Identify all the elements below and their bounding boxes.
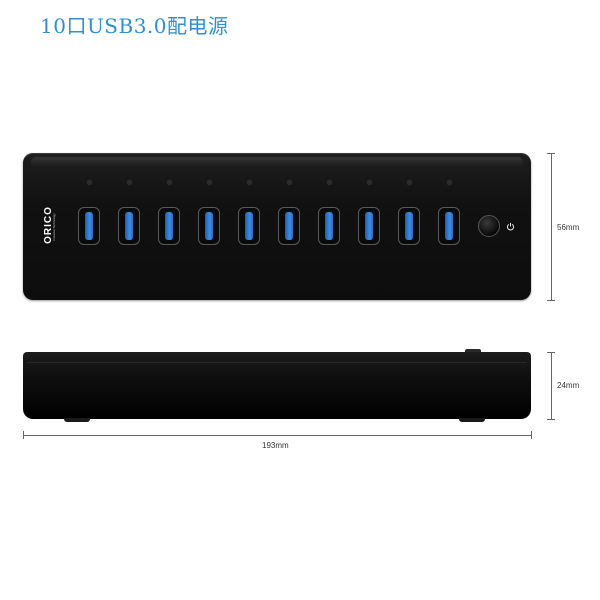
dimension-tick — [547, 300, 555, 301]
power-button[interactable] — [478, 215, 500, 237]
port-led-indicator — [167, 180, 172, 185]
dimension-label-length: 193mm — [262, 441, 289, 450]
dimension-tick — [547, 153, 555, 154]
dimension-line-height-top — [551, 153, 552, 300]
svg-text:ORICO: ORICO — [43, 206, 54, 244]
usb3-port-tongue — [205, 212, 213, 240]
port-led-indicator — [327, 180, 332, 185]
dimension-label-height-top: 56mm — [557, 223, 580, 232]
usb3-port-tongue — [325, 212, 333, 240]
usb3-port[interactable] — [198, 207, 220, 245]
usb3-port[interactable] — [398, 207, 420, 245]
usb3-port-tongue — [405, 212, 413, 240]
usb3-port[interactable] — [158, 207, 180, 245]
usb3-port-tongue — [245, 212, 253, 240]
port-led-indicator — [447, 180, 452, 185]
foot-left — [64, 418, 90, 422]
usb3-port-tongue — [365, 212, 373, 240]
port-led-indicator — [287, 180, 292, 185]
usb3-port[interactable] — [238, 207, 260, 245]
dimension-tick — [23, 431, 24, 439]
port-led-indicator — [127, 180, 132, 185]
usb3-port[interactable] — [118, 207, 140, 245]
usb3-port[interactable] — [358, 207, 380, 245]
dimension-tick — [547, 352, 555, 353]
usb3-port-tongue — [85, 212, 93, 240]
port-led-indicator — [247, 180, 252, 185]
svg-text:Creative Technology: Creative Technology — [52, 213, 56, 241]
port-led-indicator — [87, 180, 92, 185]
dimension-line-height-side — [551, 352, 552, 419]
usb3-port-tongue — [445, 212, 453, 240]
usb3-port[interactable] — [318, 207, 340, 245]
dimension-label-height-side: 24mm — [557, 381, 580, 390]
dimension-tick — [547, 419, 555, 420]
usb3-port[interactable] — [78, 207, 100, 245]
usb3-port[interactable] — [438, 207, 460, 245]
port-led-indicator — [407, 180, 412, 185]
usb3-port-tongue — [285, 212, 293, 240]
hub-side-view — [23, 352, 531, 419]
usb3-port-tongue — [165, 212, 173, 240]
orico-logo: ORICO Creative Technology — [43, 206, 56, 244]
usb3-port-tongue — [125, 212, 133, 240]
usb3-port[interactable] — [278, 207, 300, 245]
port-led-indicator — [367, 180, 372, 185]
page-title: 10口USB3.0配电源 — [40, 14, 229, 38]
power-icon — [507, 222, 514, 231]
dimension-line-length — [23, 435, 531, 436]
foot-right — [459, 418, 485, 422]
port-led-indicator — [207, 180, 212, 185]
dimension-tick — [531, 431, 532, 439]
